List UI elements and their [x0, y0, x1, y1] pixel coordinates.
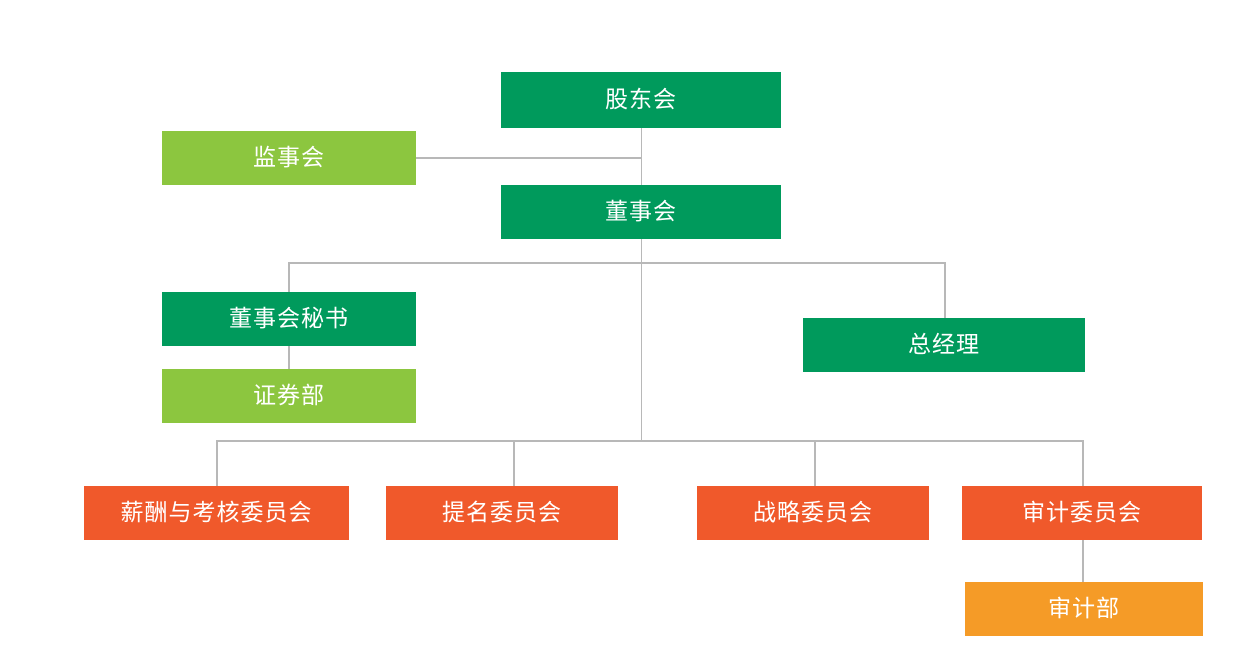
connector-bus-committees: [216, 440, 1083, 442]
node-label: 董事会秘书: [229, 305, 349, 332]
node-label: 总经理: [908, 331, 980, 358]
node-label: 证券部: [253, 382, 325, 409]
connector-bus-to-board-secretary: [288, 262, 290, 292]
node-audit-committee[interactable]: 审计委员会: [962, 486, 1202, 540]
connector-shareholders-to-board: [640, 128, 642, 185]
node-label: 监事会: [253, 144, 325, 171]
node-label: 审计部: [1048, 595, 1120, 622]
node-remuneration-and-appraisal-committee[interactable]: 薪酬与考核委员会: [84, 486, 349, 540]
node-label: 战略委员会: [753, 499, 873, 526]
node-nomination-committee[interactable]: 提名委员会: [386, 486, 618, 540]
node-board-of-directors[interactable]: 董事会: [501, 185, 781, 239]
connector-secretary-to-securities: [288, 346, 290, 369]
connector-bus-to-audit-committee: [1082, 440, 1084, 486]
node-shareholders-meeting[interactable]: 股东会: [501, 72, 781, 128]
node-label: 董事会: [605, 198, 677, 225]
connector-board-trunk-to-committee-bus: [640, 262, 642, 441]
node-label: 薪酬与考核委员会: [120, 499, 313, 526]
node-supervisory-board[interactable]: 监事会: [162, 131, 416, 185]
connector-bus-to-strategy-committee: [814, 440, 816, 486]
connector-bus-secretary-manager: [288, 262, 945, 264]
node-securities-department[interactable]: 证券部: [162, 369, 416, 423]
connector-bus-to-general-manager: [944, 262, 946, 318]
node-strategy-committee[interactable]: 战略委员会: [697, 486, 929, 540]
node-label: 审计委员会: [1022, 499, 1142, 526]
connector-bus-to-remuneration-committee: [216, 440, 218, 486]
node-general-manager[interactable]: 总经理: [803, 318, 1085, 372]
connector-board-down-to-secretary-bus: [640, 239, 642, 263]
connector-bus-to-nomination-committee: [513, 440, 515, 486]
node-label: 股东会: [605, 86, 677, 113]
node-label: 提名委员会: [442, 499, 562, 526]
node-audit-department[interactable]: 审计部: [965, 582, 1203, 636]
connector-supervisory-to-trunk: [416, 157, 641, 159]
node-board-secretary[interactable]: 董事会秘书: [162, 292, 416, 346]
connector-audit-committee-to-audit-department: [1082, 540, 1084, 582]
